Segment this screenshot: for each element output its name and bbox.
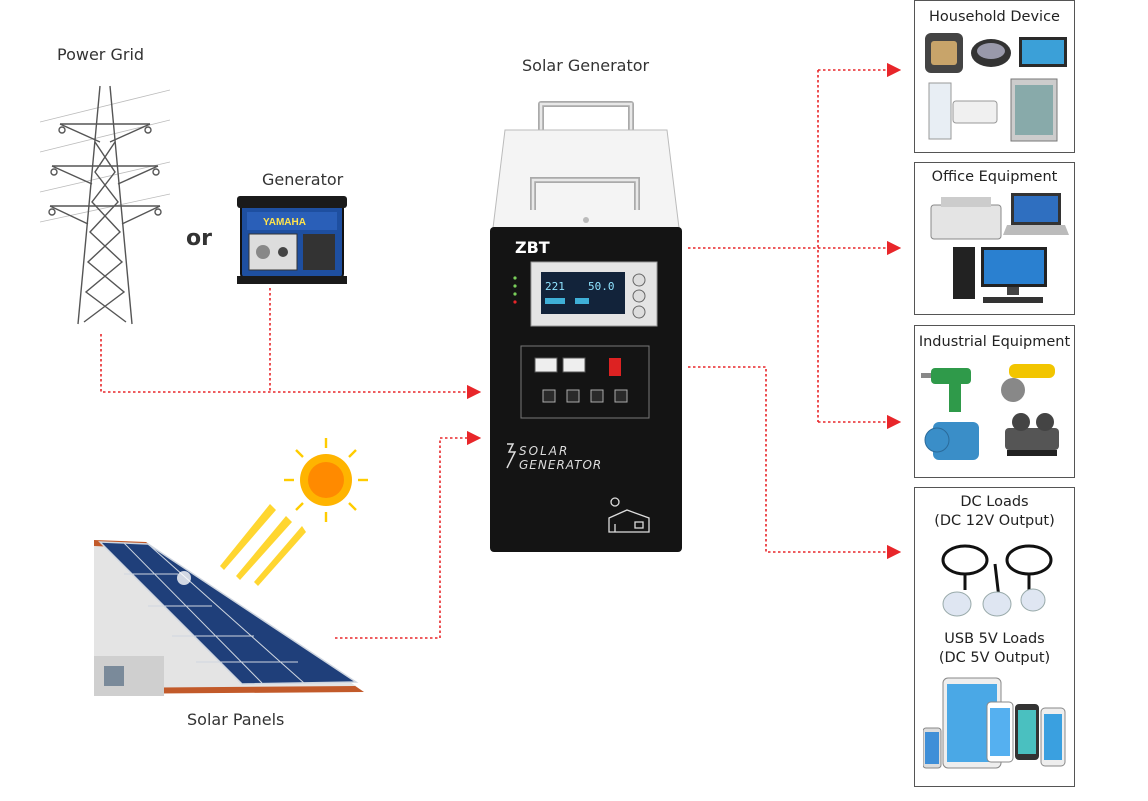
svg-text:YAMAHA: YAMAHA <box>263 217 306 228</box>
household-appliances-icon <box>925 33 1067 142</box>
household-device-box: Household Device <box>914 0 1075 153</box>
office-equipment-box: Office Equipment <box>914 162 1075 315</box>
solar-panels-icon <box>94 438 368 696</box>
office-equipment-icon <box>930 193 1069 303</box>
office-equipment-title: Office Equipment <box>931 169 1058 185</box>
power-tower-icon <box>40 85 170 325</box>
usb-devices-icon <box>923 677 1066 769</box>
household-device-title: Household Device <box>929 9 1060 25</box>
body-text-line1: SOLAR <box>519 444 569 458</box>
flow-unit-to-dc <box>688 366 902 560</box>
body-text-line2: GENERATOR <box>519 458 602 472</box>
or-label: or <box>186 226 212 251</box>
display-voltage: 221 <box>545 280 565 293</box>
dc-lamps-icon <box>941 544 1053 617</box>
dc-loads-subtitle: (DC 12V Output) <box>934 513 1055 529</box>
flow-solar-to-unit <box>335 430 482 639</box>
dc-usb-loads-box: DC Loads (DC 12V Output) USB 5V Loads (D… <box>914 487 1075 787</box>
usb-loads-title: USB 5V Loads <box>944 631 1045 647</box>
flow-grid-to-unit <box>100 334 482 400</box>
industrial-tools-icon <box>921 364 1059 460</box>
display-frequency: 50.0 <box>588 280 615 293</box>
solar-panels-label: Solar Panels <box>187 710 285 729</box>
usb-loads-subtitle: (DC 5V Output) <box>938 650 1051 666</box>
industrial-equipment-title: Industrial Equipment <box>918 334 1071 350</box>
solar-generator-unit: ZBT 221 50.0 SOLAR GENERATOR <box>490 101 682 552</box>
unit-title: Solar Generator <box>522 56 650 75</box>
generator-icon: YAMAHA <box>237 196 347 284</box>
power-grid-label: Power Grid <box>57 45 145 64</box>
generator-label: Generator <box>262 170 344 189</box>
dc-loads-title: DC Loads <box>960 494 1029 510</box>
brand-logo: ZBT <box>515 238 550 257</box>
industrial-equipment-box: Industrial Equipment <box>914 325 1075 478</box>
